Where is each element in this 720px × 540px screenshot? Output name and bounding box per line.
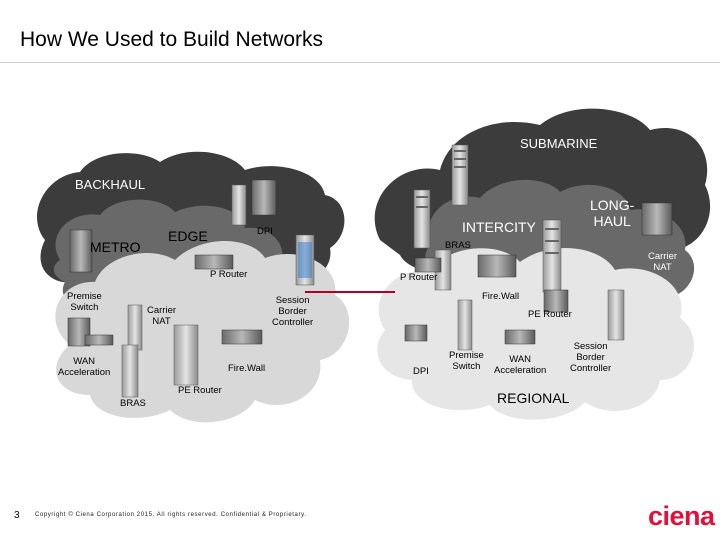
label-pe-router-right: PE Router bbox=[528, 309, 572, 320]
label-edge: EDGE bbox=[168, 228, 208, 244]
label-bras-right: BRAS bbox=[445, 240, 471, 251]
label-premise-switch-right: Premise Switch bbox=[449, 350, 484, 372]
label-wan-acceleration-right: WAN Acceleration bbox=[494, 354, 547, 376]
label-regional: REGIONAL bbox=[497, 390, 570, 406]
device-pe-router-right bbox=[543, 289, 569, 313]
rack-device-longhaul bbox=[542, 219, 562, 293]
slide-title: How We Used to Build Networks bbox=[20, 28, 324, 51]
label-dpi-right: DPI bbox=[413, 366, 429, 377]
label-carrier-nat-left: Carrier NAT bbox=[147, 305, 177, 327]
device-p-router-right bbox=[414, 257, 442, 273]
label-firewall-left: Fire.Wall bbox=[228, 363, 266, 374]
device-wan-acceleration-left bbox=[84, 334, 114, 346]
rack-device-backhaul bbox=[231, 184, 247, 226]
label-bras-left: BRAS bbox=[120, 398, 146, 409]
label-dpi-left: DPI bbox=[257, 226, 273, 237]
label-session-border-controller-left: Session Border Controller bbox=[272, 295, 314, 328]
device-carrier-nat-left bbox=[127, 304, 143, 351]
device-bras-left bbox=[121, 344, 139, 398]
copyright-notice: Copyright © Ciena Corporation 2015. All … bbox=[35, 512, 307, 518]
label-submarine: SUBMARINE bbox=[520, 136, 598, 151]
title-divider bbox=[0, 62, 720, 63]
device-edge-top bbox=[251, 179, 277, 216]
label-pe-router-left: PE Router bbox=[178, 385, 222, 396]
device-wan-acceleration-right bbox=[504, 329, 536, 345]
device-dpi-right bbox=[404, 324, 428, 342]
label-wan-acceleration-left: WAN Acceleration bbox=[58, 356, 111, 378]
label-intercity: INTERCITY bbox=[462, 219, 536, 235]
rack-device-intercity bbox=[413, 189, 431, 249]
label-firewall-right: Fire.Wall bbox=[482, 291, 520, 302]
device-carrier-nat-right bbox=[641, 202, 673, 236]
label-p-router-right: P Router bbox=[400, 272, 438, 283]
device-premise-switch-right bbox=[457, 299, 473, 351]
label-session-border-controller-right: Session Border Controller bbox=[570, 341, 612, 374]
rack-device-submarine bbox=[451, 144, 469, 206]
label-p-router-left: P Router bbox=[210, 269, 248, 280]
dpi-device-left bbox=[295, 234, 315, 286]
session-border-controller-right-device bbox=[607, 289, 625, 341]
device-bras-right bbox=[477, 254, 517, 278]
device-pe-router-left bbox=[173, 324, 199, 386]
device-firewall-left bbox=[221, 329, 263, 345]
label-longhaul: LONG- HAUL bbox=[590, 197, 635, 230]
label-carrier-nat-right: Carrier NAT bbox=[648, 251, 678, 273]
device-p-router-left bbox=[194, 254, 234, 270]
ciena-logo: ciena bbox=[648, 501, 715, 531]
device-premise-switch-left bbox=[67, 317, 91, 347]
page-number: 3 bbox=[14, 510, 20, 521]
label-premise-switch-left: Premise Switch bbox=[67, 291, 102, 313]
label-metro: METRO bbox=[90, 239, 141, 255]
rack-device-metro bbox=[69, 229, 93, 273]
label-backhaul: BACKHAUL bbox=[75, 177, 146, 192]
